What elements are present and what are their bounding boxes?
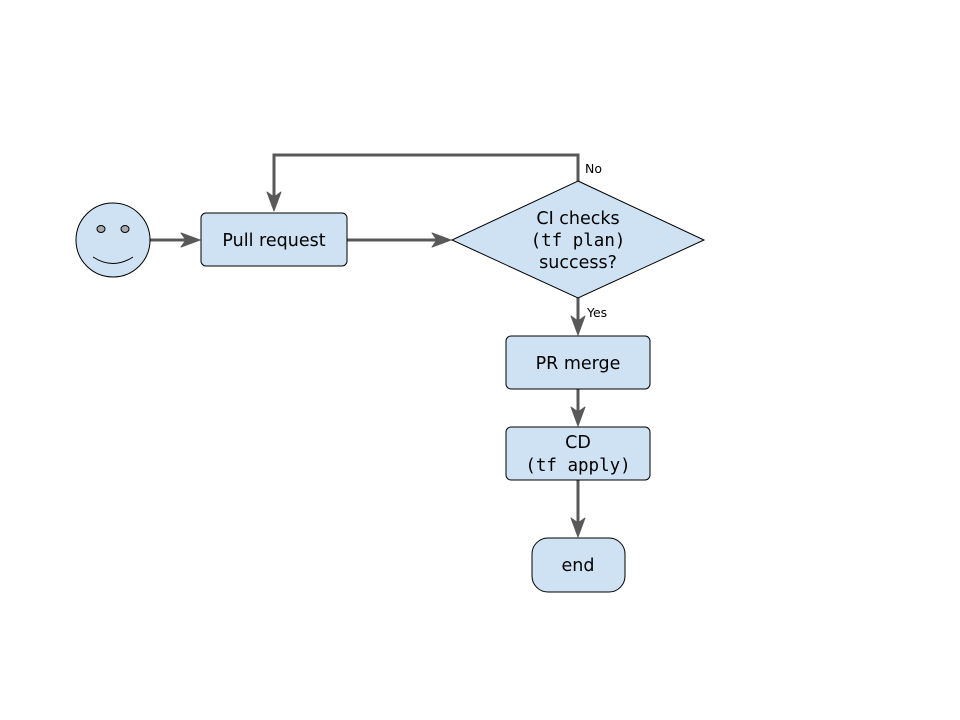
arrowhead-start-to-pull-request: [180, 232, 201, 248]
node-cd: CD (tf apply): [505, 426, 651, 481]
arrowhead-cd-to-end: [570, 517, 586, 538]
smiley-right-eye: [120, 225, 130, 233]
cd-box: [505, 426, 651, 481]
pull-request-label: Pull request: [222, 231, 325, 251]
edges: [150, 153, 586, 538]
arrowhead-yes-to-pr-merge: [570, 315, 586, 336]
end-terminator: [531, 537, 626, 593]
arrowhead-pr-merge-to-cd: [570, 406, 586, 427]
arrowhead-no-to-pull-request: [266, 191, 282, 212]
ci-check-diamond: [450, 180, 706, 299]
smiley-mouth: [92, 256, 134, 264]
pr-merge-label: PR merge: [536, 354, 621, 374]
node-ci-check-decision: CI checks (tf plan) success?: [450, 180, 706, 299]
ci-check-line1: CI checks: [536, 209, 619, 229]
smiley-left-eye: [96, 225, 106, 233]
edge-label-yes: Yes: [586, 305, 607, 320]
arrowhead-pull-request-to-ci-check: [431, 232, 452, 248]
edge-ci-check-no-to-pull-request: [272, 153, 580, 201]
node-end: end: [531, 537, 626, 593]
smiley-face-circle: [75, 202, 151, 278]
cd-line1: CD: [565, 433, 591, 453]
node-pr-merge: PR merge: [505, 335, 651, 390]
node-pull-request: Pull request: [200, 212, 348, 267]
pr-merge-box: [505, 335, 651, 390]
start-node-smiley-face-icon: [75, 202, 151, 278]
edge-label-no: No: [585, 161, 602, 176]
ci-check-line2: (tf plan): [531, 231, 626, 251]
cd-line2: (tf apply): [525, 456, 630, 476]
ci-check-line3: success?: [539, 253, 617, 273]
end-label: end: [562, 556, 595, 576]
pull-request-box: [200, 212, 348, 267]
